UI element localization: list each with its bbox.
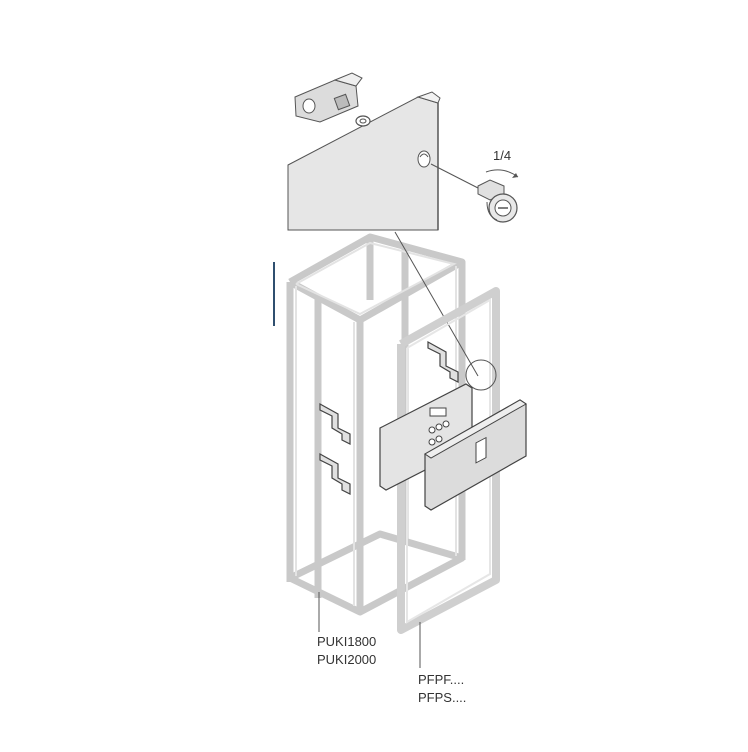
front-cover-plate: [424, 399, 527, 511]
hinge-bracket-icon: [294, 72, 371, 127]
panel-code-1: PFPF....: [418, 672, 465, 687]
mounting-plate: [379, 383, 473, 491]
detail-leader-line: [394, 231, 479, 377]
frame-code-2: PUKI2000: [317, 652, 377, 667]
accent-bar: [273, 262, 275, 326]
lock-hole-icon: [417, 150, 431, 168]
cover-cutout: [475, 436, 487, 464]
door-panel-detail: [287, 91, 441, 231]
side-frame-inner: [406, 298, 491, 624]
rotation-arrow-icon: [485, 169, 519, 178]
panel-code-2: PFPS....: [418, 690, 467, 705]
frame-code-1: PUKI1800: [317, 634, 377, 649]
rotation-label: 1/4: [493, 148, 512, 163]
lock-knob-icon: [430, 163, 518, 223]
mounting-bracket-icon: [319, 340, 459, 495]
detail-circle: [465, 359, 497, 391]
side-frame: [397, 287, 500, 634]
